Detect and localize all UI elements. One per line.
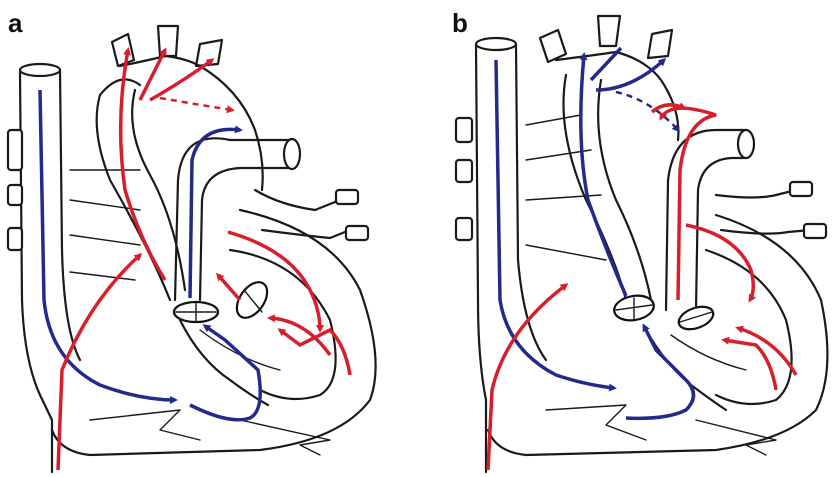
flow-arrows-a [40, 50, 350, 470]
heart-outline-b [456, 16, 827, 472]
heart-panel-b: b [416, 0, 832, 477]
heart-diagram-a [0, 0, 416, 477]
valve-b-right [676, 302, 717, 333]
flow-arrows-b [488, 48, 796, 470]
heart-panel-a: a [0, 0, 416, 477]
heart-diagram-b [416, 0, 832, 477]
